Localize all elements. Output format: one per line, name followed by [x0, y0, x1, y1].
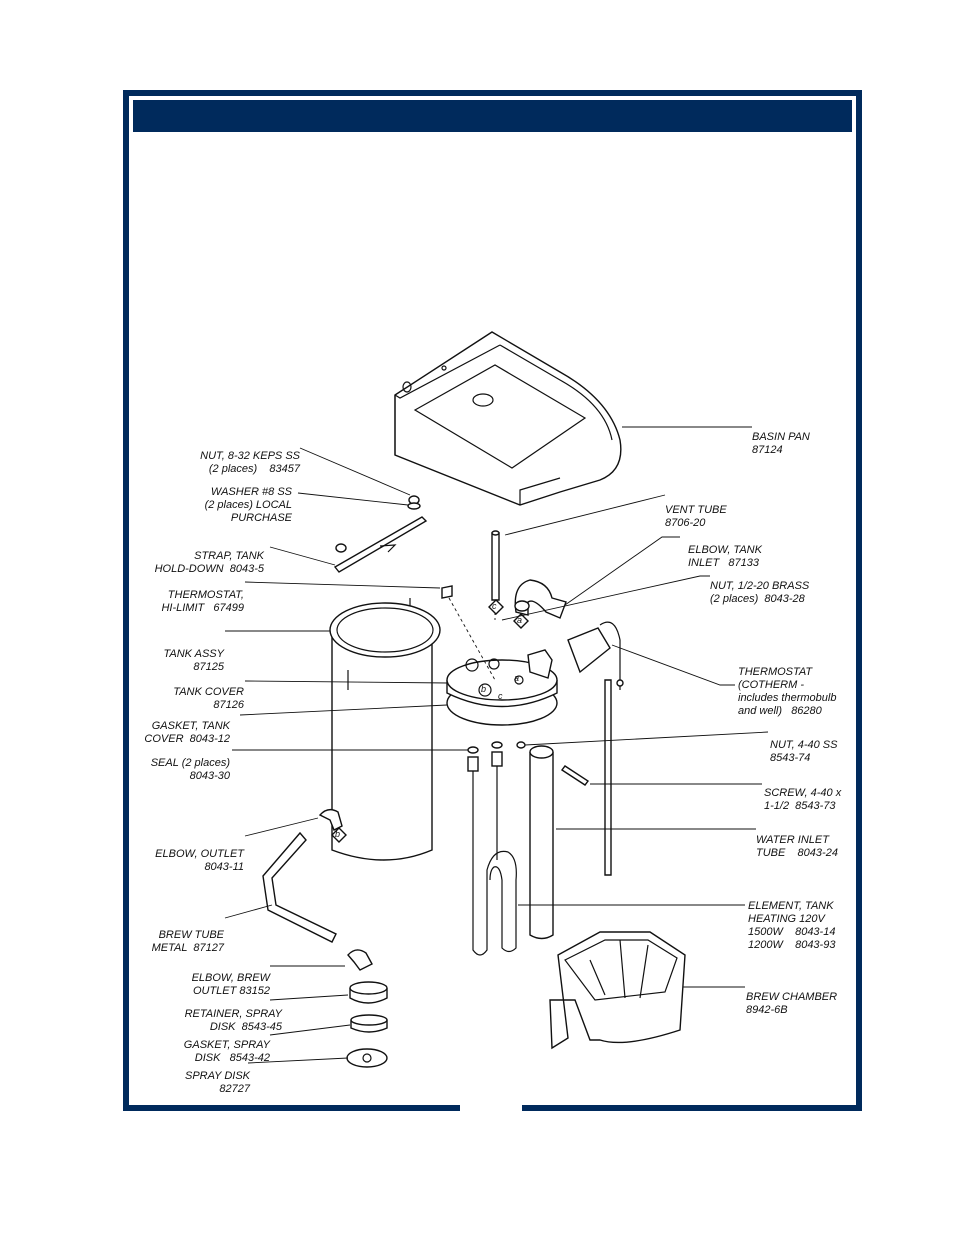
callout-c-top: c: [492, 601, 497, 611]
seal-part: [467, 741, 503, 754]
label-seal: SEAL (2 places)8043-30: [150, 757, 230, 782]
retainer-part: [349, 981, 388, 1004]
callout-a-top: a: [517, 615, 523, 625]
hi-limit-thermostat-part: [441, 585, 453, 599]
elbow-outlet-part: [318, 808, 343, 831]
water-inlet-tube-part: [529, 745, 554, 940]
spray-gasket-part: [350, 1014, 388, 1033]
keps-nut-part: [335, 495, 421, 553]
label-nut-keps: NUT, 8-32 KEPS SS(2 places) 83457: [200, 450, 300, 475]
strap-part: [333, 516, 428, 573]
label-thermostat-hi: THERMOSTAT,HI-LIMIT 67499: [161, 589, 244, 614]
callout-a-cover: a: [514, 673, 520, 683]
cotherm-thermostat-part: [567, 621, 624, 876]
footer-gap: [460, 1102, 522, 1114]
callout-diamond-c-top: [488, 599, 504, 615]
screw-part: [560, 765, 590, 786]
basin-pan-part: [394, 331, 622, 506]
title-bar: [133, 100, 852, 132]
leader-lines: [224, 426, 769, 1064]
callout-diamond-b-outlet: [331, 827, 347, 843]
callout-diamond-a-top: [513, 613, 529, 629]
callout-b-outlet: b: [335, 829, 341, 839]
brew-outlet-elbow-part: [347, 949, 373, 971]
callout-b-cover: b: [481, 684, 487, 694]
label-nut-brass: NUT, 1/2-20 BRASS(2 places) 8043-28: [710, 580, 810, 605]
callout-c-cover: c: [498, 691, 503, 701]
brew-tube-part: [262, 831, 337, 943]
heating-element-part: [467, 751, 517, 956]
tank-cover-part: [446, 649, 558, 726]
nut-440-part: [516, 741, 526, 749]
vent-tube-part: [491, 530, 500, 601]
spray-disk-part: [346, 1048, 388, 1068]
elbow-inlet-part: [514, 579, 567, 619]
tank-part: [329, 598, 441, 861]
alignment-line-hi-limit: [448, 597, 496, 681]
brew-chamber-part: [549, 931, 686, 1050]
